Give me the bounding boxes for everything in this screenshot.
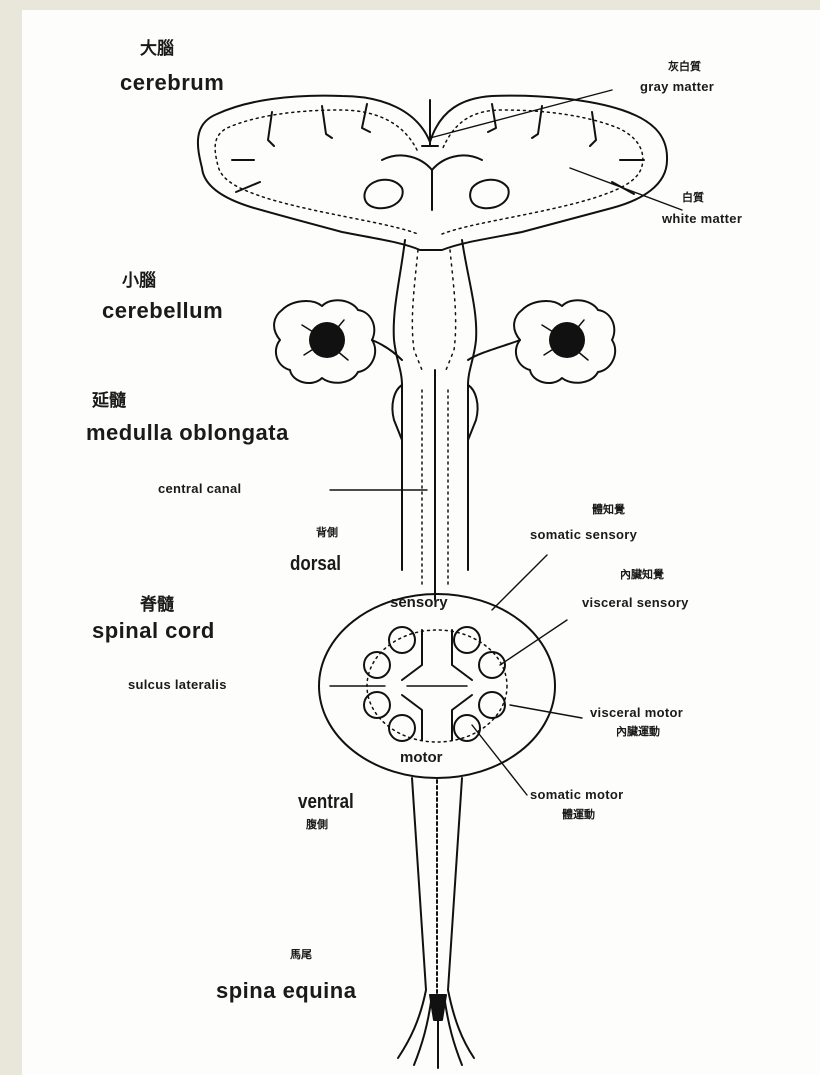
central-canal-label: central canal bbox=[158, 482, 241, 495]
ventral-label: ventral bbox=[298, 792, 354, 812]
lateral-ventricle-left bbox=[364, 180, 402, 209]
lateral-ventricle-right bbox=[470, 180, 509, 209]
visceral-motor-cn-label: 內臟運動 bbox=[616, 727, 660, 738]
somatic-sensory-label: somatic sensory bbox=[530, 528, 637, 541]
diagram-sheet: 大腦 cerebrum 灰白質 gray matter 白質 white mat… bbox=[22, 10, 820, 1075]
dorsal-cn-label: 背側 bbox=[316, 528, 338, 539]
spina-equina-label: spina equina bbox=[216, 980, 356, 1002]
visceral-sensory-cn-label: 內臟知覺 bbox=[620, 570, 664, 581]
leader-lines bbox=[330, 90, 682, 795]
visceral-sensory-label: visceral sensory bbox=[582, 596, 689, 609]
cerebellum-label: cerebellum bbox=[102, 300, 223, 322]
spinal-cord-cn-label: 脊髓 bbox=[140, 596, 174, 613]
medulla-cn-label: 延髓 bbox=[92, 392, 126, 409]
dorsal-label: dorsal bbox=[290, 554, 341, 574]
gray-matter-label: gray matter bbox=[640, 80, 714, 93]
nervous-system-drawing bbox=[22, 10, 820, 1075]
cerebellum-right bbox=[514, 300, 615, 383]
spina-equina-cn-label: 馬尾 bbox=[290, 950, 312, 961]
cerebrum-label: cerebrum bbox=[120, 72, 224, 94]
white-matter-label: white matter bbox=[662, 212, 742, 225]
brainstem-left-wall bbox=[394, 240, 405, 570]
sensory-label: sensory bbox=[390, 595, 448, 610]
sulcus-lateralis-label: sulcus lateralis bbox=[128, 678, 227, 691]
brainstem-right-wall bbox=[462, 240, 476, 570]
spinal-cord-label: spinal cord bbox=[92, 620, 215, 642]
somatic-motor-cn-label: 體運動 bbox=[562, 810, 595, 821]
ventral-cn-label: 腹側 bbox=[306, 820, 328, 831]
visceral-motor-label: visceral motor bbox=[590, 706, 683, 719]
white-matter-cn-label: 白質 bbox=[682, 193, 704, 204]
medulla-oblongata-label: medulla oblongata bbox=[86, 422, 289, 444]
cerebellum-cn-label: 小腦 bbox=[122, 272, 156, 289]
cerebrum-cn-label: 大腦 bbox=[140, 40, 174, 57]
cerebellum-left bbox=[274, 300, 375, 383]
somatic-sensory-cn-label: 體知覺 bbox=[592, 505, 625, 516]
gray-matter-cn-label: 灰白質 bbox=[668, 62, 701, 73]
motor-label: motor bbox=[400, 750, 443, 765]
somatic-motor-label: somatic motor bbox=[530, 788, 623, 801]
